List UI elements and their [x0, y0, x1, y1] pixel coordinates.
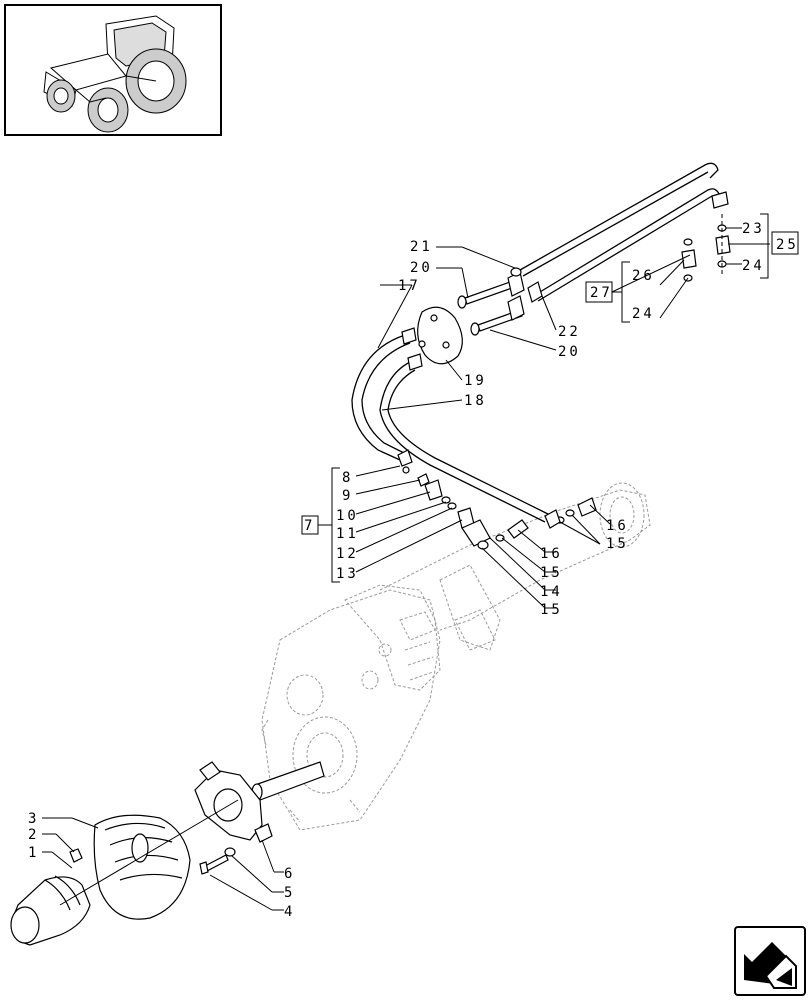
callout-20-upper: 20 [410, 260, 433, 276]
protective-boot [93, 814, 191, 920]
callout-12: 12 [336, 546, 359, 562]
callout-16-right: 16 [606, 518, 629, 534]
callout-3: 3 [28, 811, 39, 827]
callout-10: 10 [336, 508, 359, 524]
callout-18: 18 [464, 393, 487, 409]
callout-26: 26 [632, 268, 655, 284]
washer-and-bolt [199, 847, 236, 875]
callout-22: 22 [558, 324, 581, 340]
callout-11: 11 [336, 526, 359, 542]
callout-19: 19 [464, 373, 487, 389]
callout-2: 2 [28, 827, 39, 843]
callout-7: 7 [304, 518, 315, 534]
next-page-arrow-icon [744, 942, 797, 989]
callout-25: 25 [776, 237, 799, 253]
leader-lines [42, 214, 770, 911]
callout-16-lower: 16 [540, 546, 563, 562]
axle-housing-ghost [261, 482, 651, 831]
hydraulic-hoses [351, 162, 721, 523]
group-brackets [301, 213, 799, 583]
callout-17: 17 [398, 278, 421, 294]
callout-15-mid: 15 [540, 565, 563, 581]
next-page-button[interactable] [734, 926, 806, 996]
callout-14: 14 [540, 584, 563, 600]
callout-21: 21 [410, 239, 433, 255]
callout-5: 5 [284, 885, 295, 901]
callout-15-right: 15 [606, 536, 629, 552]
tractor-icon [43, 15, 187, 133]
callout-24-left: 24 [632, 306, 655, 322]
callout-1: 1 [28, 845, 39, 861]
callout-4: 4 [284, 904, 295, 920]
callout-labels: 3 2 1 6 5 4 7 8 9 10 11 12 13 16 15 14 1… [28, 221, 799, 920]
flange-bolts [457, 267, 543, 336]
lower-hose-fittings [397, 449, 597, 550]
callout-27: 27 [590, 285, 613, 301]
callout-23: 23 [742, 221, 765, 237]
callout-20-lower: 20 [558, 344, 581, 360]
output-shaft [251, 761, 325, 801]
tractor-thumbnail [4, 4, 222, 136]
callout-6: 6 [284, 866, 295, 882]
retaining-plate [194, 761, 273, 843]
hose-flange [401, 306, 463, 371]
callout-15-bottom: 15 [540, 602, 563, 618]
callout-13: 13 [336, 566, 359, 582]
callout-8: 8 [342, 470, 353, 486]
nut-and-cap [10, 848, 91, 946]
callout-24-right: 24 [742, 258, 765, 274]
callout-9: 9 [342, 488, 353, 504]
pipe-end-fittings [681, 191, 731, 282]
